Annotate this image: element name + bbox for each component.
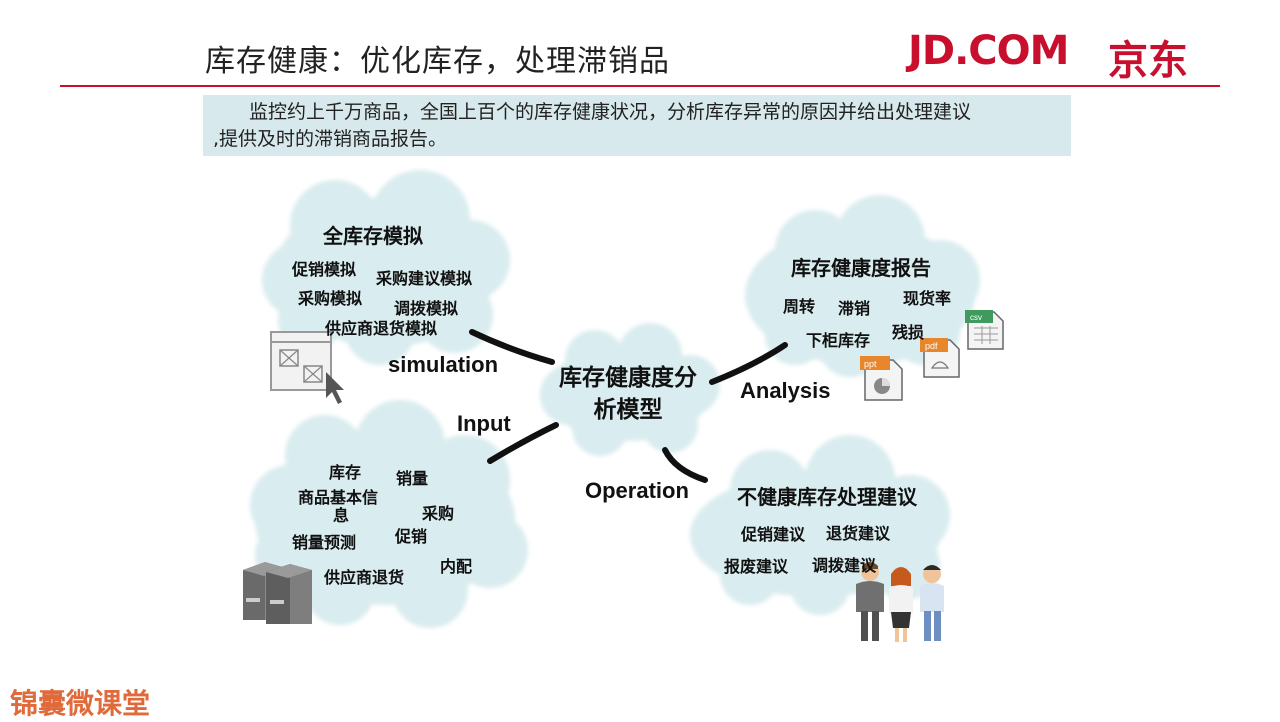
svg-text:csv: csv [970, 313, 982, 322]
watermark: 锦囊微课堂 [10, 687, 151, 720]
svg-text:ppt: ppt [864, 359, 877, 369]
input-item: 供应商退货 [324, 568, 405, 587]
description-line-1: 监控约上千万商品，全国上百个的库存健康状况，分析库存异常的原因并给出处理建议 [249, 101, 972, 123]
ppt-file-icon: ppt [860, 356, 903, 401]
operation-item: 促销建议 [741, 525, 806, 544]
header-divider [60, 85, 1220, 87]
simulation-item: 促销模拟 [292, 260, 357, 279]
analysis-connector-label: Analysis [740, 378, 831, 403]
input-item: 采购 [422, 504, 455, 523]
pdf-file-icon: pdf [920, 338, 960, 378]
description-box: 监控约上千万商品，全国上百个的库存健康状况，分析库存异常的原因并给出处理建议 ,… [203, 95, 1071, 156]
analysis-item: 下柜库存 [806, 331, 871, 350]
operation-item: 退货建议 [826, 524, 891, 543]
simulation-connector-label: simulation [388, 352, 499, 377]
center-line-1: 库存健康度分 [559, 365, 697, 391]
jd-logo-text: JD.COM [908, 28, 1069, 74]
connector-operation [662, 447, 708, 483]
input-item: 商品基本信 [298, 488, 379, 507]
connectors [469, 329, 788, 483]
operation-title: 不健康库存处理建议 [737, 485, 917, 509]
input-item: 促销 [395, 527, 428, 546]
people-icon [856, 562, 944, 642]
description-line-2: ,提供及时的滞销商品报告。 [213, 128, 448, 150]
operation-item: 调拨建议 [812, 556, 877, 575]
simulation-item: 采购建议模拟 [376, 269, 473, 288]
input-item: 销量 [396, 469, 429, 488]
center-model-label: 库存健康度分 析模型 [553, 362, 703, 426]
center-line-2: 析模型 [593, 397, 663, 423]
analysis-item: 现货率 [903, 289, 952, 308]
simulation-item: 供应商退货模拟 [325, 319, 438, 338]
input-item: 内配 [440, 557, 473, 576]
csv-file-icon: csv [965, 310, 1004, 350]
analysis-item: 滞销 [838, 299, 871, 318]
simulation-title: 全库存模拟 [323, 224, 423, 248]
analysis-item: 残损 [892, 323, 925, 342]
operation-cloud [690, 435, 950, 615]
analysis-title: 库存健康度报告 [791, 256, 931, 280]
input-item: 息 [333, 506, 350, 525]
jd-logo-cn: 京东 [1108, 38, 1188, 84]
page-title: 库存健康：优化库存，处理滞销品 [205, 44, 670, 79]
operation-connector-label: Operation [585, 478, 689, 503]
input-item: 库存 [329, 463, 362, 482]
connector-analysis [709, 342, 788, 385]
connector-input [487, 422, 559, 464]
window-cursor-icon [270, 331, 344, 404]
connector-simulation [469, 329, 555, 365]
operation-item: 报废建议 [724, 557, 789, 576]
analysis-item: 周转 [783, 297, 816, 316]
center-cloud [540, 323, 720, 456]
server-icon [243, 562, 312, 624]
input-item: 销量预测 [292, 533, 357, 552]
input-connector-label: Input [457, 411, 511, 436]
input-cloud [250, 400, 528, 628]
svg-text:pdf: pdf [925, 341, 938, 351]
simulation-item: 调拨模拟 [394, 299, 459, 318]
simulation-item: 采购模拟 [298, 289, 363, 308]
